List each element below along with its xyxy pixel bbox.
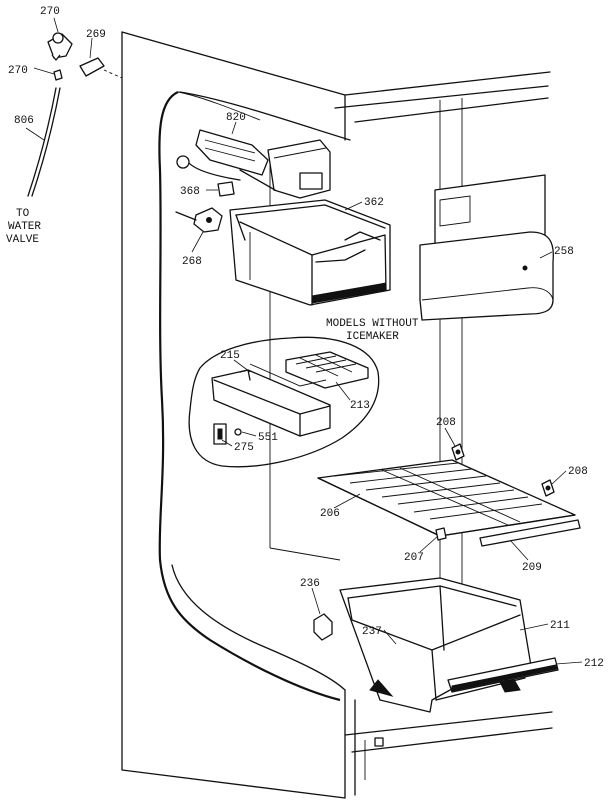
fastener-551 — [234, 428, 242, 436]
label-368: 368 — [180, 186, 200, 198]
label-212: 212 — [584, 658, 604, 670]
note-valve: VALVE — [6, 234, 39, 246]
label-268: 268 — [182, 256, 202, 268]
label-275: 275 — [234, 442, 254, 454]
water-fitting-270 — [47, 32, 73, 61]
note-to: TO — [16, 208, 30, 220]
label-237: 237 — [362, 626, 382, 638]
label-207: 207 — [404, 552, 424, 564]
shelf-support-208-right — [541, 479, 555, 497]
label-270-top: 270 — [40, 6, 60, 18]
leader-lines — [25, 17, 583, 665]
label-215: 215 — [220, 350, 240, 362]
label-269: 269 — [86, 29, 106, 41]
shelf-support-208-left — [451, 443, 465, 461]
wire-shelf-206 — [317, 459, 576, 537]
label-236: 236 — [300, 578, 320, 590]
nut-270 — [53, 69, 63, 81]
part-labels: 270 269 270 806 820 368 362 268 258 215 … — [6, 6, 604, 670]
cover-258 — [419, 174, 554, 321]
note-water: WATER — [8, 221, 41, 233]
label-211: 211 — [550, 620, 570, 632]
shelf-support-207 — [435, 527, 447, 541]
clip-275 — [213, 423, 227, 445]
tube-269 — [79, 57, 105, 77]
label-806: 806 — [14, 115, 34, 127]
auger-knob-268 — [175, 207, 223, 233]
label-258: 258 — [554, 246, 574, 258]
note-models-without: MODELS WITHOUT — [326, 318, 419, 330]
note-icemaker: ICEMAKER — [346, 331, 399, 343]
label-213: 213 — [350, 400, 370, 412]
no-icemaker-callout — [188, 336, 380, 468]
label-206: 206 — [320, 508, 340, 520]
label-208-left: 208 — [436, 417, 456, 429]
ice-bucket-362 — [229, 199, 391, 306]
label-208-right: 208 — [568, 466, 588, 478]
trim-209 — [479, 519, 581, 547]
bracket-368 — [217, 181, 235, 197]
trim-212 — [447, 657, 559, 693]
ice-tray-213 — [285, 351, 369, 389]
label-362: 362 — [364, 197, 384, 209]
bin-support-236 — [313, 613, 333, 641]
label-209: 209 — [522, 562, 542, 574]
water-tube-806 — [27, 87, 61, 197]
cabinet-outline — [103, 31, 553, 799]
icemaker-820 — [176, 129, 331, 199]
label-270-nut: 270 — [8, 65, 28, 77]
label-820: 820 — [226, 112, 246, 124]
door-bin-211 — [339, 577, 533, 713]
label-551: 551 — [258, 432, 278, 444]
